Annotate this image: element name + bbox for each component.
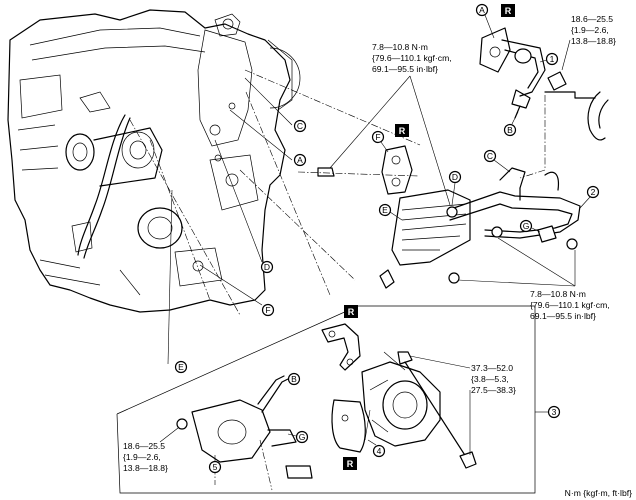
torque-spec-top-center: 7.8—10.8 N·m {79.6—110.1 kgf·cm, 69.1—95… xyxy=(317,42,452,206)
svg-text:13.8—18.8}: 13.8—18.8} xyxy=(571,36,616,46)
label-part-1: 1 xyxy=(550,54,555,64)
svg-text:18.6—25.5: 18.6—25.5 xyxy=(571,14,613,24)
label-b-pump: B xyxy=(291,374,297,384)
torque-spec-mid-right: 7.8—10.8 N·m {79.6—110.1 kgf·cm, 69.1—95… xyxy=(457,237,610,321)
label-d-cooler: D xyxy=(452,172,458,182)
label-part-2: 2 xyxy=(591,187,596,197)
replace-badge-middle: R xyxy=(395,124,409,137)
label-part-5: 5 xyxy=(213,462,218,472)
svg-text:37.3—52.0: 37.3—52.0 xyxy=(471,363,513,373)
svg-text:7.8—10.8 N·m: 7.8—10.8 N·m xyxy=(372,42,428,52)
callout-labels: A A B B C C D D E E F F G xyxy=(174,3,600,474)
torque-spec-pump-left: 18.6—25.5 {1.9—2.6, 13.8—18.8} xyxy=(123,427,179,473)
top-right-pipe-illustration xyxy=(479,27,609,141)
label-a-top: A xyxy=(479,5,485,15)
label-part-3: 3 xyxy=(552,407,557,417)
label-d-engine: D xyxy=(264,262,270,272)
svg-text:18.6—25.5: 18.6—25.5 xyxy=(123,441,165,451)
label-c-pipe: C xyxy=(487,151,493,161)
torque-spec-pump-right: 37.3—52.0 {3.8—5.3, 27.5—38.3} xyxy=(409,355,516,455)
label-g-pipe: G xyxy=(523,221,530,231)
svg-text:69.1—95.5 in·lbf}: 69.1—95.5 in·lbf} xyxy=(530,311,596,321)
oil-cooler-and-pipe-illustration xyxy=(379,145,581,289)
svg-text:{79.6—110.1 kgf·cm,: {79.6—110.1 kgf·cm, xyxy=(530,300,610,310)
label-e-cooler: E xyxy=(382,205,388,215)
label-g-pump: G xyxy=(299,432,306,442)
engine-block-illustration xyxy=(7,9,301,313)
svg-text:{3.8—5.3,: {3.8—5.3, xyxy=(471,374,509,384)
svg-text:R: R xyxy=(348,307,355,317)
label-e-engine: E xyxy=(178,362,184,372)
water-pump-assembly-illustration xyxy=(176,323,477,479)
svg-text:27.5—38.3}: 27.5—38.3} xyxy=(471,385,516,395)
label-a-engine: A xyxy=(297,155,303,165)
label-b-top: B xyxy=(507,125,513,135)
engine-leader-lines xyxy=(129,69,421,365)
units-legend: N·m {kgf·m, ft·lbf} xyxy=(565,488,632,498)
water-pump-group-frame xyxy=(116,305,548,494)
svg-text:7.8—10.8 N·m: 7.8—10.8 N·m xyxy=(530,289,586,299)
label-f-gasket: F xyxy=(375,132,380,142)
label-c-engine: C xyxy=(297,121,303,131)
svg-text:{79.6—110.1 kgf·cm,: {79.6—110.1 kgf·cm, xyxy=(372,53,452,63)
replace-badge-top-right: R xyxy=(501,4,515,17)
torque-spec-top-right: 18.6—25.5 {1.9—2.6, 13.8—18.8} xyxy=(561,14,616,71)
replace-badge-pump-bottom: R xyxy=(343,457,357,470)
svg-text:69.1—95.5 in·lbf}: 69.1—95.5 in·lbf} xyxy=(372,64,438,74)
label-f-engine: F xyxy=(265,305,270,315)
svg-text:{1.9—2.6,: {1.9—2.6, xyxy=(571,25,609,35)
svg-text:R: R xyxy=(347,459,354,469)
svg-text:R: R xyxy=(505,6,512,16)
svg-text:R: R xyxy=(399,126,406,136)
svg-text:{1.9—2.6,: {1.9—2.6, xyxy=(123,452,161,462)
label-part-4: 4 xyxy=(377,446,382,456)
replace-badge-pump-top: R xyxy=(344,305,358,318)
svg-text:13.8—18.8}: 13.8—18.8} xyxy=(123,463,168,473)
